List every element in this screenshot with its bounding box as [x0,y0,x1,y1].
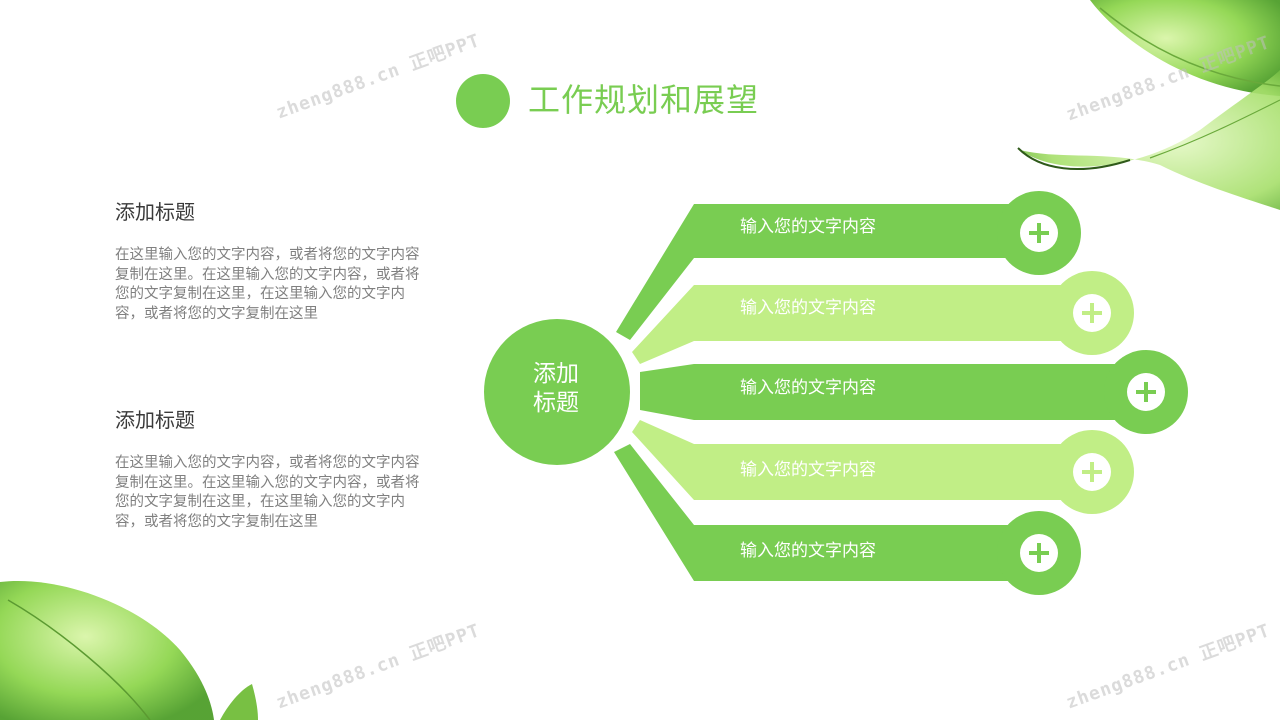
hub-label: 添加标题 [533,361,579,416]
branch-label-3: 输入您的文字内容 [740,378,876,398]
block-heading: 添加标题 [115,200,195,224]
branch-label-4: 输入您的文字内容 [740,460,876,480]
block-body: 在这里输入您的文字内容，或者将您的文字内容复制在这里。在这里输入您的文字内容，或… [115,455,420,530]
branch-bar-3 [640,350,1188,434]
branch-bar-2 [632,271,1134,364]
title-dot-icon [456,74,510,128]
hub-circle [484,319,630,465]
block-body: 在这里输入您的文字内容，或者将您的文字内容复制在这里。在这里输入您的文字内容，或… [115,247,420,322]
branch-label-1: 输入您的文字内容 [740,217,876,237]
branch-label-5: 输入您的文字内容 [740,541,876,561]
top-right-leaf [1017,0,1280,210]
branch-label-2: 输入您的文字内容 [740,298,876,318]
branch-bar-1 [616,191,1081,340]
block-heading: 添加标题 [115,408,195,432]
branch-bar-5 [614,444,1081,595]
bottom-left-leaf [0,580,258,720]
page-title: 工作规划和展望 [528,81,760,119]
branch-bar-4 [632,420,1134,514]
